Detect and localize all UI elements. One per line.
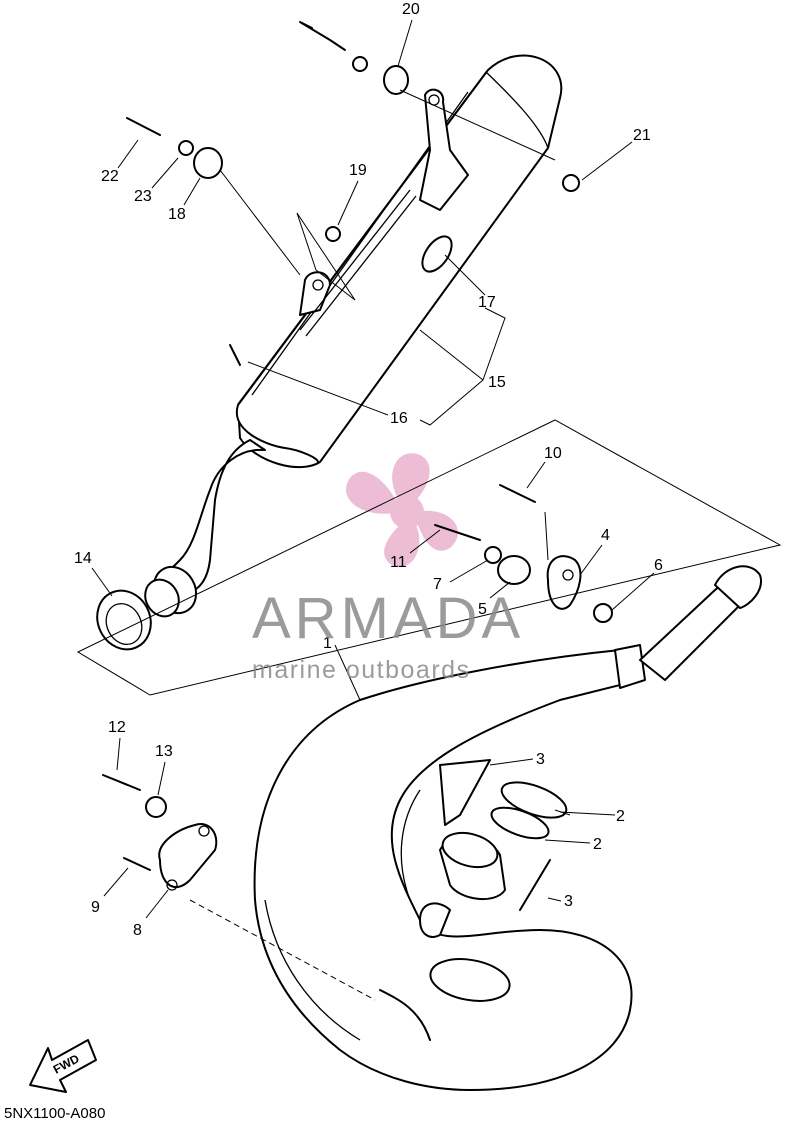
label-part-11: 11 xyxy=(390,554,407,571)
label-part-16: 16 xyxy=(390,410,408,427)
watermark-brand: ARMADA xyxy=(252,586,524,651)
label-part-17: 17 xyxy=(478,294,496,311)
label-part-2b: 2 xyxy=(593,836,602,853)
watermark-tagline: marine outboards xyxy=(252,656,471,684)
label-part-8: 8 xyxy=(133,922,142,939)
label-part-23: 23 xyxy=(134,188,152,205)
label-part-12: 12 xyxy=(108,719,126,736)
label-part-1: 1 xyxy=(323,635,332,652)
label-part-21: 21 xyxy=(633,127,651,144)
label-part-13: 13 xyxy=(155,743,173,760)
guide-lines xyxy=(76,89,782,1001)
label-part-18: 18 xyxy=(168,206,186,223)
label-part-2a: 2 xyxy=(616,808,625,825)
armada-propeller-logo xyxy=(346,453,458,567)
label-part-3b: 3 xyxy=(564,893,573,910)
label-part-5: 5 xyxy=(478,601,487,618)
diagram-code: 5NX1100-A080 xyxy=(4,1105,105,1122)
label-part-19: 19 xyxy=(349,162,367,179)
label-part-7: 7 xyxy=(433,576,442,593)
part-number-labels: 1 2 2 3 3 4 5 6 7 8 9 10 11 12 13 14 15 xyxy=(74,1,663,939)
label-part-22: 22 xyxy=(101,168,119,185)
label-part-20: 20 xyxy=(402,1,420,18)
label-part-9: 9 xyxy=(91,899,100,916)
label-part-10: 10 xyxy=(544,445,562,462)
label-part-15: 15 xyxy=(488,374,506,391)
muffler-assembly xyxy=(152,54,563,615)
label-part-14: 14 xyxy=(74,550,92,567)
forward-direction-arrow: FWD xyxy=(29,1039,97,1093)
small-parts xyxy=(96,21,613,911)
label-part-3a: 3 xyxy=(536,751,545,768)
label-part-4: 4 xyxy=(601,527,610,544)
exhaust-expansion-pipe xyxy=(253,565,762,1091)
label-part-6: 6 xyxy=(654,557,663,574)
